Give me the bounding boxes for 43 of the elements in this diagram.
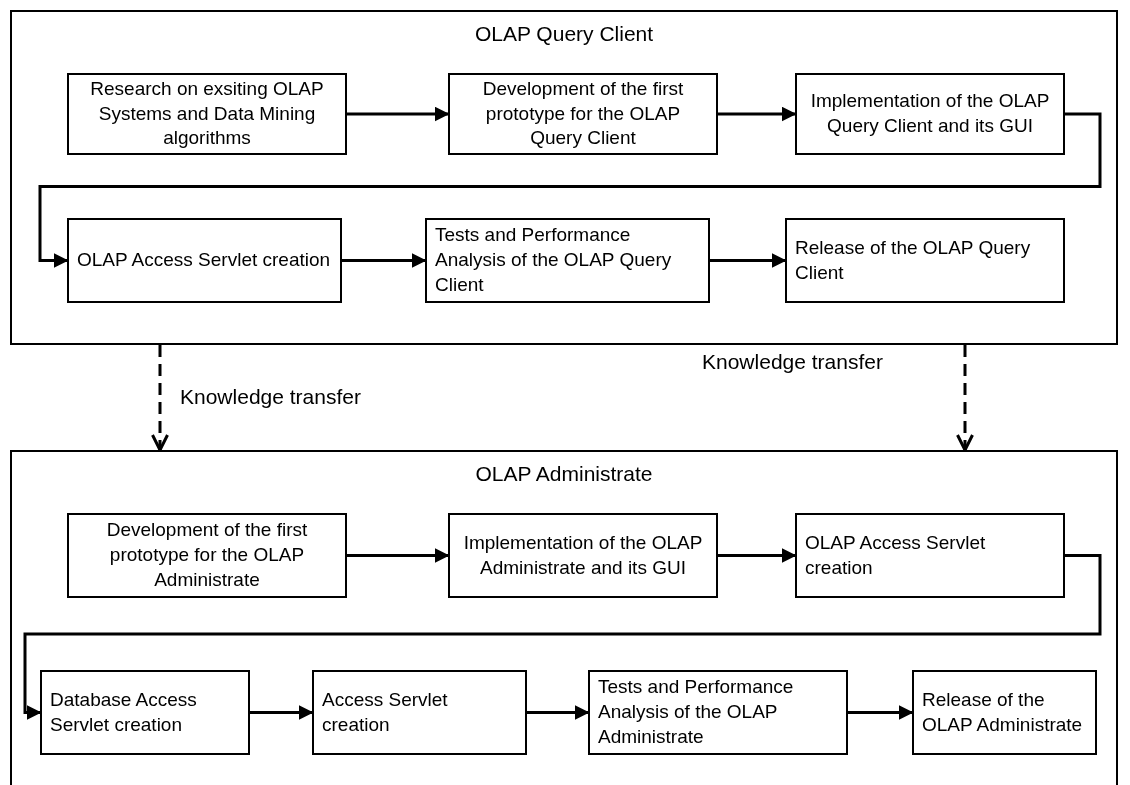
process-box [785, 218, 1065, 303]
process-box [67, 73, 347, 155]
arrow [718, 548, 797, 563]
arrow [347, 548, 450, 563]
process-box [795, 73, 1065, 155]
arrow [250, 705, 314, 720]
step-text: Development of the first prototype for the OLAP Administrate [105, 518, 309, 592]
step-text: Tests and Performance Analysis of the OLAP Administrate [598, 675, 795, 749]
step-text: Tests and Performance Analysis of the OLAP Query Client [435, 223, 673, 297]
panel-title: OLAP Query Client [473, 22, 655, 46]
step-text: Database Access Servlet creation [50, 687, 198, 737]
step-text: Development of the first prototype for the OLAP Query Client [481, 76, 685, 151]
process-box [67, 513, 347, 598]
arrow [347, 106, 450, 122]
step-text: Release of the OLAP Administrate [922, 687, 1084, 737]
step-text: OLAP Access Servlet creation [77, 248, 331, 273]
phase-panel [10, 450, 1118, 785]
process-box [448, 73, 718, 155]
arrow [710, 253, 787, 268]
arrow [718, 106, 797, 122]
process-box [67, 218, 342, 303]
process-box [312, 670, 527, 755]
step-text: Access Servlet creation [322, 687, 449, 737]
dashed-arrow [151, 345, 169, 452]
process-box [588, 670, 848, 755]
step-text: OLAP Access Servlet creation [805, 530, 987, 580]
panel-title: OLAP Administrate [474, 462, 654, 486]
process-box [448, 513, 718, 598]
process-box [40, 670, 250, 755]
step-text: Implementation of the OLAP Query Client and its GUI [809, 89, 1051, 138]
process-box [795, 513, 1065, 598]
step-text: Research on exsiting OLAP Systems and Data Mining algorithms [89, 76, 325, 151]
phase-panel [10, 10, 1118, 345]
dashed-arrow [956, 345, 974, 452]
process-box [425, 218, 710, 303]
step-text: Implementation of the OLAP Administrate and its GUI [462, 530, 704, 580]
arrow [527, 705, 590, 720]
arrow [342, 253, 427, 268]
step-text: Release of the OLAP Query Client [795, 235, 1032, 285]
arrow [848, 705, 914, 720]
process-box [912, 670, 1097, 755]
arrow [23, 554, 1102, 720]
arrow [38, 112, 1102, 268]
